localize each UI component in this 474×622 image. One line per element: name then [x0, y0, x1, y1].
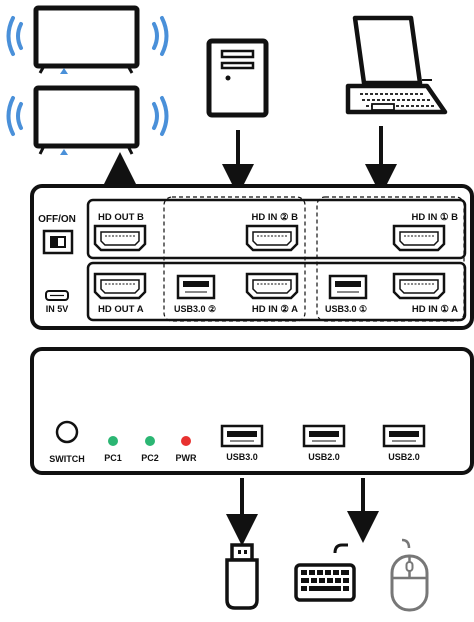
usb3-2-label: USB3.0 ②	[174, 304, 216, 314]
power-input-label: IN 5V	[46, 304, 69, 314]
front-usb2-port-a[interactable]	[302, 424, 346, 448]
switch-label: SWITCH	[49, 454, 85, 464]
switch-button[interactable]	[55, 420, 79, 444]
hd-in-1-b-port[interactable]	[392, 224, 446, 252]
hd-in-2-b-port[interactable]	[245, 224, 299, 252]
usb-drive-icon	[225, 543, 259, 610]
power-switch[interactable]	[42, 229, 74, 255]
monitor-icon	[6, 85, 169, 155]
hd-in-1-a-label: HD IN ① A	[412, 304, 458, 315]
hd-in-2-a-label: HD IN ② A	[252, 304, 298, 315]
keyboard-icon	[294, 543, 356, 602]
laptop-icon	[345, 15, 448, 115]
hd-out-a-port[interactable]	[93, 272, 147, 300]
pc1-port-group	[316, 196, 465, 322]
monitor-icon	[6, 5, 169, 74]
hd-out-b-label: HD OUT B	[98, 212, 144, 223]
hd-in-2-b-label: HD IN ② B	[251, 212, 298, 223]
front-usb2-port-b[interactable]	[382, 424, 426, 448]
front-usb3-port[interactable]	[220, 424, 264, 448]
hd-out-a-label: HD OUT A	[98, 304, 144, 315]
hd-in-2-a-port[interactable]	[245, 272, 299, 300]
pc1-led	[108, 436, 118, 446]
pc1-label: PC1	[104, 453, 122, 463]
pc2-port-group	[163, 196, 306, 322]
rear-panel: OFF/ON IN 5V HD OUT B HD IN ② B HD IN ① …	[30, 184, 474, 330]
pc2-led	[145, 436, 155, 446]
front-usb2-label-a: USB2.0	[308, 452, 340, 462]
front-usb2-label-b: USB2.0	[388, 452, 420, 462]
desktop-pc-icon	[206, 38, 269, 118]
pc2-label: PC2	[141, 453, 159, 463]
front-panel: SWITCH PC1 PC2 PWR USB3.0 USB2.0 USB2.0	[30, 347, 474, 475]
pwr-led	[181, 436, 191, 446]
dc-power-port[interactable]	[45, 290, 69, 301]
hd-in-1-b-label: HD IN ① B	[411, 212, 458, 223]
hd-out-b-port[interactable]	[93, 224, 147, 252]
hd-in-1-a-port[interactable]	[392, 272, 446, 300]
usb3-1-label: USB3.0 ①	[325, 304, 367, 314]
power-switch-label: OFF/ON	[38, 214, 76, 225]
pwr-label: PWR	[176, 453, 197, 463]
front-usb3-label: USB3.0	[226, 452, 258, 462]
mouse-icon	[390, 538, 429, 612]
